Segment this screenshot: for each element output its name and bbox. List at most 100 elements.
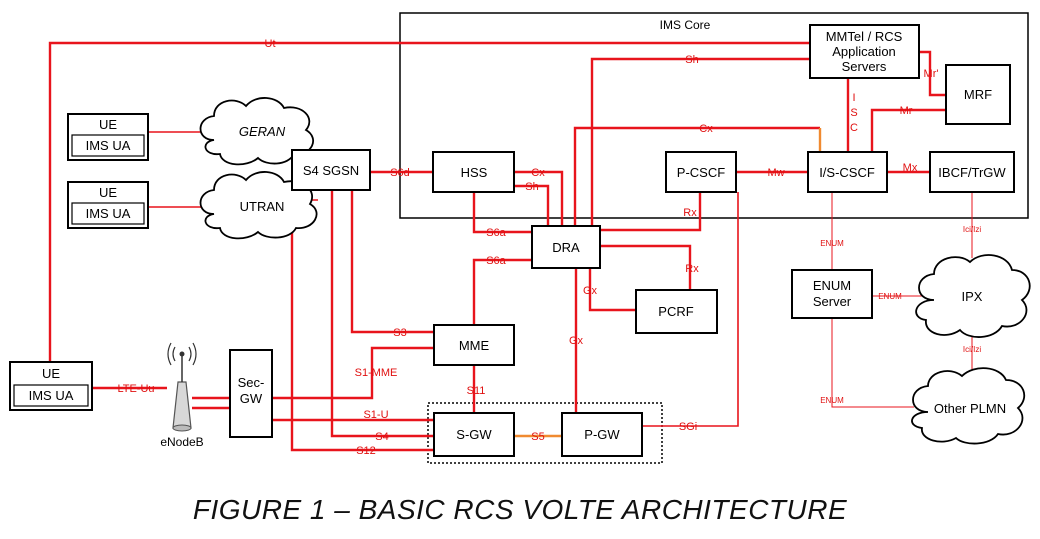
link-mr: [870, 108, 946, 152]
link-s3: [350, 190, 434, 334]
figure-caption: FIGURE 1 – BASIC RCS VOLTE ARCHITECTURE: [192, 494, 848, 525]
label-enum-3: ENUM: [820, 396, 844, 405]
mme: MME: [433, 324, 515, 366]
utran-label: UTRAN: [240, 199, 285, 214]
s4-sgsn: S4 SGSN: [291, 149, 371, 191]
label-isc-3: C: [850, 122, 858, 134]
hss: HSS: [432, 151, 515, 193]
label-s3: S3: [393, 327, 406, 339]
p-gw-label: P-GW: [584, 427, 620, 442]
label-s11: S11: [467, 385, 486, 397]
link-s12: [290, 190, 434, 452]
link-sh: [514, 184, 550, 226]
label-s1u: S1-U: [363, 409, 388, 421]
ibcf-trgw: IBCF/TrGW: [929, 151, 1015, 193]
label-cx-top: Cx: [699, 123, 713, 135]
label-lte-uu: LTE-Uu: [117, 383, 154, 395]
enodeb-label: eNodeB: [160, 435, 203, 449]
sec-gw: Sec- GW: [229, 349, 273, 438]
label-enum-2: ENUM: [878, 292, 902, 301]
dra: DRA: [531, 225, 601, 269]
s-gw: S-GW: [433, 412, 515, 457]
ue-lte-ims-ua: IMS UA: [29, 388, 74, 403]
label-sh-top: Sh: [685, 54, 698, 66]
ibcf-trgw-label: IBCF/TrGW: [938, 165, 1006, 180]
other-plmn-cloud: Other PLMN: [911, 367, 1026, 445]
geran-cloud: GERAN: [199, 97, 314, 166]
link-rx1: [600, 192, 702, 232]
label-enum-1: ENUM: [820, 239, 844, 248]
link-cx-top: [573, 126, 820, 226]
label-sgi: SGi: [679, 421, 697, 433]
link-ut: [48, 41, 810, 362]
i-s-cscf: I/S-CSCF: [807, 151, 888, 193]
ue-lte: UE IMS UA: [9, 361, 93, 411]
link-sh-top: [590, 57, 810, 226]
link-enum-3: [831, 318, 914, 408]
label-mx: Mx: [903, 162, 918, 174]
mmtel-label-1: MMTel / RCS: [826, 29, 903, 44]
link-cx: [514, 170, 564, 226]
other-plmn-label: Other PLMN: [934, 401, 1006, 416]
mme-label: MME: [459, 338, 490, 353]
gateway-group-boundary: [427, 402, 663, 464]
ipx-cloud: IPX: [915, 254, 1031, 338]
label-s5: S5: [531, 431, 544, 443]
ue-utran-ims-ua: IMS UA: [86, 206, 131, 221]
sec-gw-label-2: GW: [240, 391, 263, 406]
pcrf-label: PCRF: [658, 304, 693, 319]
mmtel-label-3: Servers: [842, 59, 887, 74]
mmtel-rcs-as: MMTel / RCS Application Servers: [809, 24, 920, 79]
link-rx2: [600, 244, 692, 290]
geran-label: GERAN: [239, 124, 286, 139]
ue-lte-title: UE: [42, 366, 60, 381]
label-s12: S12: [356, 445, 376, 457]
mrf-label: MRF: [964, 87, 992, 102]
label-cx: Cx: [531, 167, 545, 179]
s-gw-label: S-GW: [456, 427, 492, 442]
link-gx1: [588, 268, 636, 312]
enum-server-label-1: ENUM: [813, 278, 851, 293]
enodeb-tower-icon: [167, 342, 197, 432]
p-cscf-label: P-CSCF: [677, 165, 725, 180]
ipx-label: IPX: [962, 289, 983, 304]
link-mr-prime: [919, 50, 946, 97]
label-rx2: Rx: [685, 263, 699, 275]
p-cscf: P-CSCF: [665, 151, 737, 193]
label-iciizi-2: Ici/Izi: [963, 345, 981, 354]
p-gw: P-GW: [561, 412, 643, 457]
link-s6a-hss: [472, 192, 532, 234]
label-s1mme: S1-MME: [355, 367, 398, 379]
s4-sgsn-label: S4 SGSN: [303, 163, 359, 178]
label-iciizi-1: Ici/Izi: [963, 225, 981, 234]
label-s6d: S6d: [390, 167, 410, 179]
link-sgi: [642, 192, 739, 427]
sec-gw-label-1: Sec-: [238, 375, 265, 390]
ims-core-boundary: [399, 12, 1029, 219]
label-mr-prime: Mr': [924, 68, 939, 80]
link-s4: [330, 190, 434, 438]
dra-label: DRA: [552, 240, 580, 255]
hss-label: HSS: [461, 165, 488, 180]
i-s-cscf-label: I/S-CSCF: [819, 165, 875, 180]
label-s6a-mme: S6a: [486, 255, 506, 267]
label-s4: S4: [375, 431, 388, 443]
ue-geran-title: UE: [99, 117, 117, 132]
ue-utran: UE IMS UA: [67, 181, 149, 229]
enum-server: ENUM Server: [791, 269, 873, 319]
enum-server-label-2: Server: [813, 294, 852, 309]
mmtel-label-2: Application: [832, 44, 896, 59]
label-isc-2: S: [850, 107, 857, 119]
label-s6a-hss: S6a: [486, 227, 506, 239]
label-gx1: Gx: [583, 285, 598, 297]
label-isc-1: I: [852, 92, 855, 104]
ims-core-label: IMS Core: [660, 18, 711, 32]
link-s1mme: [272, 346, 434, 400]
utran-cloud: UTRAN: [199, 171, 318, 240]
link-s6a-mme: [472, 258, 532, 325]
mrf: MRF: [945, 64, 1011, 125]
label-mw: Mw: [767, 167, 784, 179]
label-ut: Ut: [265, 38, 276, 50]
label-mr: Mr: [900, 105, 913, 117]
